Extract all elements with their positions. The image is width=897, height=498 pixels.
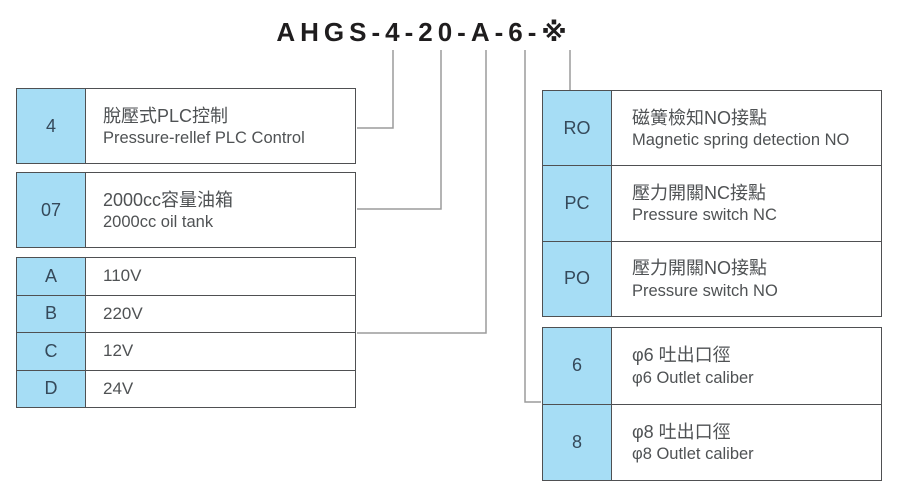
description-cell: 壓力開關NC接點 Pressure switch NC bbox=[612, 166, 881, 240]
code-cell: B bbox=[17, 295, 86, 332]
table-row: C 12V bbox=[17, 332, 355, 370]
connector-code-A bbox=[357, 50, 487, 334]
description-en: 2000cc oil tank bbox=[103, 212, 214, 231]
value-cell: 12V bbox=[86, 333, 355, 370]
description-zh: 壓力開關NO接點 bbox=[632, 258, 767, 279]
value-cell: 220V bbox=[86, 296, 355, 333]
description-zh: 磁簧檢知NO接點 bbox=[632, 107, 767, 128]
description-en: Magnetic spring detection NO bbox=[632, 131, 850, 149]
description-zh: φ6 吐出口徑 bbox=[632, 345, 731, 366]
description-en: Pressure switch NO bbox=[632, 281, 778, 300]
description-zh: 脫壓式PLC控制 bbox=[103, 105, 229, 126]
table-row: PC 壓力開關NC接點 Pressure switch NC bbox=[543, 165, 881, 241]
table-outlet-caliber: 6 φ6 吐出口徑 φ6 Outlet caliber 8 φ8 吐出口徑 φ8… bbox=[542, 327, 882, 481]
table-switch-contact: RO 磁簧檢知NO接點 Magnetic spring detection NO… bbox=[542, 90, 882, 317]
description-en: Pressure-rellef PLC Control bbox=[103, 128, 305, 147]
table-row: 07 2000cc容量油箱 2000cc oil tank bbox=[17, 173, 355, 247]
voltage-value: 220V bbox=[103, 303, 143, 323]
description-en: φ6 Outlet caliber bbox=[632, 368, 754, 387]
description-zh: 壓力開關NC接點 bbox=[632, 183, 766, 204]
description-cell: φ6 吐出口徑 φ6 Outlet caliber bbox=[612, 328, 881, 404]
table-row: D 24V bbox=[17, 369, 355, 408]
description-cell: 2000cc容量油箱 2000cc oil tank bbox=[86, 173, 355, 247]
code-cell: RO bbox=[543, 91, 612, 166]
table-oil-tank: 07 2000cc容量油箱 2000cc oil tank bbox=[16, 172, 356, 248]
description-zh: φ8 吐出口徑 bbox=[632, 421, 731, 442]
code-cell: 4 bbox=[17, 89, 86, 163]
code-cell: PC bbox=[543, 166, 612, 241]
code-cell: 8 bbox=[543, 404, 612, 480]
description-en: φ8 Outlet caliber bbox=[632, 445, 754, 464]
table-row: PO 壓力開關NO接點 Pressure switch NO bbox=[543, 240, 881, 316]
value-cell: 110V bbox=[86, 258, 355, 295]
table-row: 6 φ6 吐出口徑 φ6 Outlet caliber bbox=[543, 328, 881, 404]
voltage-value: 110V bbox=[103, 266, 142, 286]
model-code-title: AHGS-4-20-A-6-※ bbox=[276, 17, 572, 47]
code-cell: D bbox=[17, 370, 86, 407]
connector-code-20 bbox=[357, 50, 442, 210]
voltage-value: 24V bbox=[103, 378, 134, 398]
table-row: 8 φ8 吐出口徑 φ8 Outlet caliber bbox=[543, 403, 881, 481]
connector-code-4 bbox=[357, 50, 394, 129]
value-cell: 24V bbox=[86, 371, 355, 408]
description-cell: φ8 吐出口徑 φ8 Outlet caliber bbox=[612, 405, 881, 481]
code-cell: A bbox=[17, 258, 86, 295]
code-cell: C bbox=[17, 333, 86, 370]
table-row: 4 脫壓式PLC控制 Pressure-rellef PLC Control bbox=[17, 89, 355, 163]
code-cell: PO bbox=[543, 241, 612, 316]
table-plc-control: 4 脫壓式PLC控制 Pressure-rellef PLC Control bbox=[16, 88, 356, 164]
description-cell: 脫壓式PLC控制 Pressure-rellef PLC Control bbox=[86, 89, 355, 163]
voltage-value: 12V bbox=[103, 341, 134, 361]
code-cell: 07 bbox=[17, 173, 86, 247]
connector-code-6 bbox=[524, 50, 541, 403]
table-row: B 220V bbox=[17, 294, 355, 333]
table-voltage: A 110V B 220V C 12V D 24V bbox=[16, 257, 356, 408]
description-en: Pressure switch NC bbox=[632, 206, 777, 225]
description-cell: 磁簧檢知NO接點 Magnetic spring detection NO bbox=[612, 91, 881, 165]
description-cell: 壓力開關NO接點 Pressure switch NO bbox=[612, 242, 881, 316]
code-cell: 6 bbox=[543, 328, 612, 404]
table-row: RO 磁簧檢知NO接點 Magnetic spring detection NO bbox=[543, 91, 881, 166]
description-zh: 2000cc容量油箱 bbox=[103, 189, 234, 210]
table-row: A 110V bbox=[17, 258, 355, 295]
